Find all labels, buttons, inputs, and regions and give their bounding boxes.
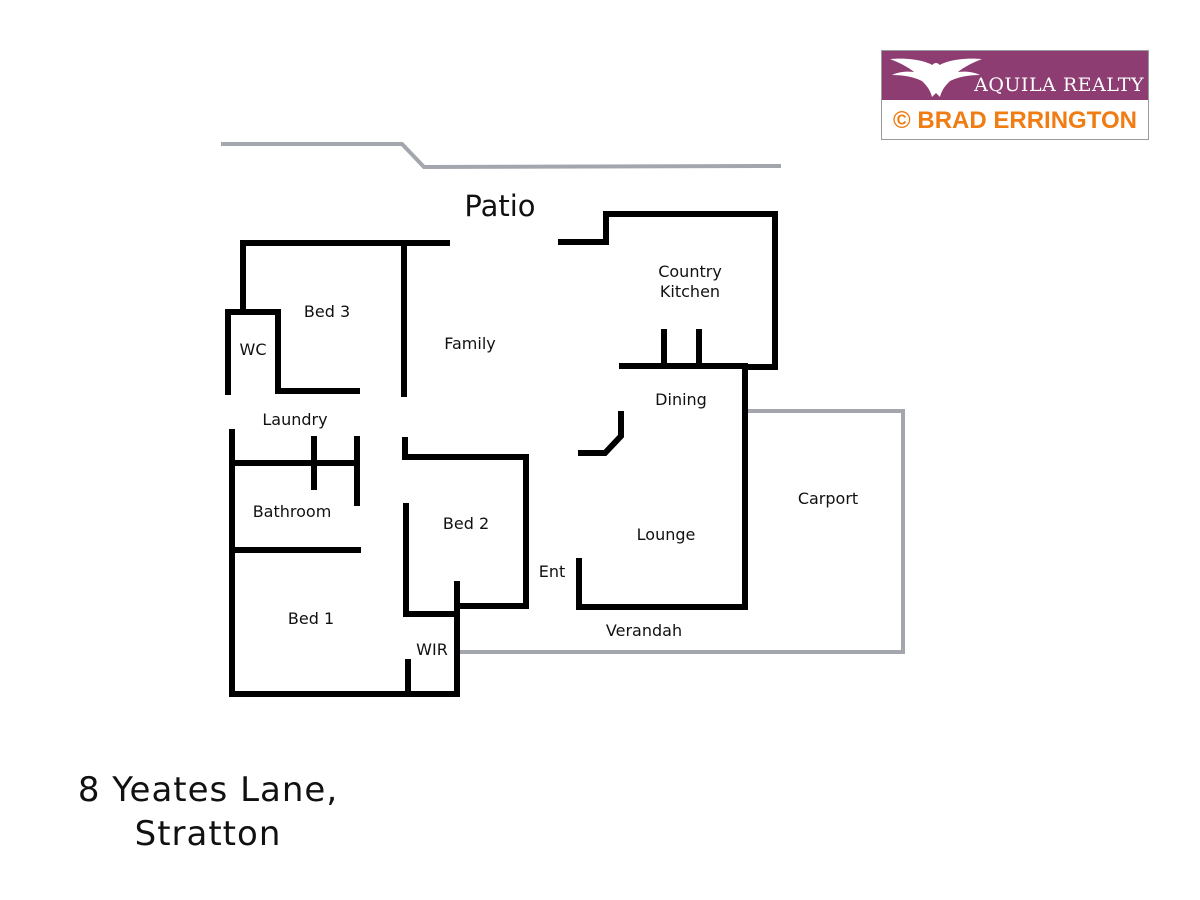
label-wc: WC xyxy=(240,340,267,359)
label-country: Country xyxy=(658,262,722,281)
label-ent: Ent xyxy=(539,562,566,581)
logo-copyright-text: © BRAD ERRINGTON xyxy=(893,107,1137,134)
logo-banner: AQUILA REALTY xyxy=(882,51,1148,100)
label-bathroom: Bathroom xyxy=(253,502,332,521)
label-kitchen: Kitchen xyxy=(660,282,720,301)
label-family: Family xyxy=(444,334,495,353)
eagle-icon xyxy=(890,58,982,97)
label-bed2: Bed 2 xyxy=(443,514,489,533)
label-laundry: Laundry xyxy=(262,410,327,429)
wall-bed3-top xyxy=(240,240,450,313)
label-patio: Patio xyxy=(464,189,535,223)
label-bed3: Bed 3 xyxy=(304,302,350,321)
agency-logo: AQUILA REALTY © BRAD ERRINGTON xyxy=(881,50,1149,140)
wall-bed2-top xyxy=(402,437,529,609)
logo-brand-name: AQUILA REALTY xyxy=(974,74,1144,96)
wall-wc xyxy=(225,309,360,395)
room-labels: Patio Bed 3 Family Country Kitchen WC La… xyxy=(240,189,859,659)
wall-bed1 xyxy=(229,581,460,697)
wall-lounge xyxy=(576,367,748,610)
wall-dining-angle xyxy=(578,411,624,456)
patio-edge-line xyxy=(221,142,782,170)
wall-bed2-left xyxy=(403,503,460,617)
label-wir: WIR xyxy=(416,640,448,659)
address-line-1: 8 Yeates Lane, xyxy=(77,770,339,810)
carport-verandah-outline xyxy=(460,409,905,654)
label-verandah: Verandah xyxy=(606,621,682,640)
walls xyxy=(225,211,778,697)
label-bed1: Bed 1 xyxy=(288,609,334,628)
logo-copyright-bar: © BRAD ERRINGTON xyxy=(882,100,1148,139)
address-line-2: Stratton xyxy=(134,814,282,854)
wall-kitchen xyxy=(558,211,778,370)
property-address: 8 Yeates Lane, Stratton xyxy=(48,768,368,856)
label-dining: Dining xyxy=(655,390,707,409)
outline-lines xyxy=(221,142,905,654)
label-carport: Carport xyxy=(798,489,858,508)
label-lounge: Lounge xyxy=(637,525,696,544)
